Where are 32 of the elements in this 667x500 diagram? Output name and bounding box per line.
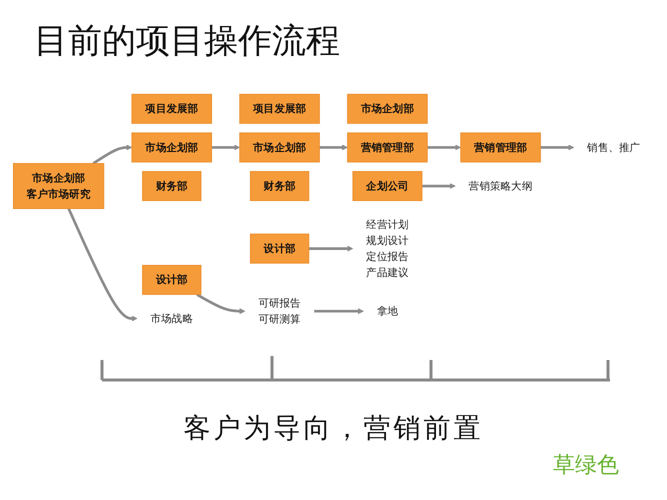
node-text: 营销策略大纲 <box>468 179 533 192</box>
arrow <box>308 246 354 252</box>
arrow <box>427 144 461 150</box>
title: 目前的项目操作流程 <box>34 20 340 63</box>
arrow <box>92 144 132 165</box>
node-box: 项目发展部 <box>239 94 320 124</box>
node-box: 财务部 <box>142 171 202 202</box>
arrow <box>212 144 240 150</box>
node-box: 营销管理部 <box>347 132 428 162</box>
node-box: 设计部 <box>142 264 202 295</box>
node-box: 市场企划部 客户市场研究 <box>13 163 104 209</box>
arrow <box>314 308 364 314</box>
node-box: 企划公司 <box>352 171 422 202</box>
node-text: 销售、推广 <box>587 140 640 154</box>
node-text: 经营计划 规划设计 定位报告 产品建议 <box>366 218 409 279</box>
arrow <box>196 293 246 314</box>
note-text: 草绿色 <box>553 453 619 478</box>
caption: 客户为导向，营销前置 <box>184 413 484 444</box>
node-text: 可研报告 可研测算 <box>258 296 301 326</box>
arrow <box>68 208 138 322</box>
arrow <box>320 144 348 150</box>
arrow <box>422 183 456 189</box>
node-text: 市场战略 <box>150 312 194 324</box>
arrow <box>540 144 574 150</box>
node-text: 拿地 <box>376 304 398 318</box>
node-box: 市场企划部 <box>347 94 428 124</box>
node-box: 项目发展部 <box>131 94 212 124</box>
node-box: 市场企划部 <box>131 132 212 162</box>
node-box: 市场企划部 <box>239 132 320 162</box>
node-box: 财务部 <box>250 171 310 202</box>
node-box: 设计部 <box>250 234 310 264</box>
node-box: 营销管理部 <box>460 132 541 162</box>
